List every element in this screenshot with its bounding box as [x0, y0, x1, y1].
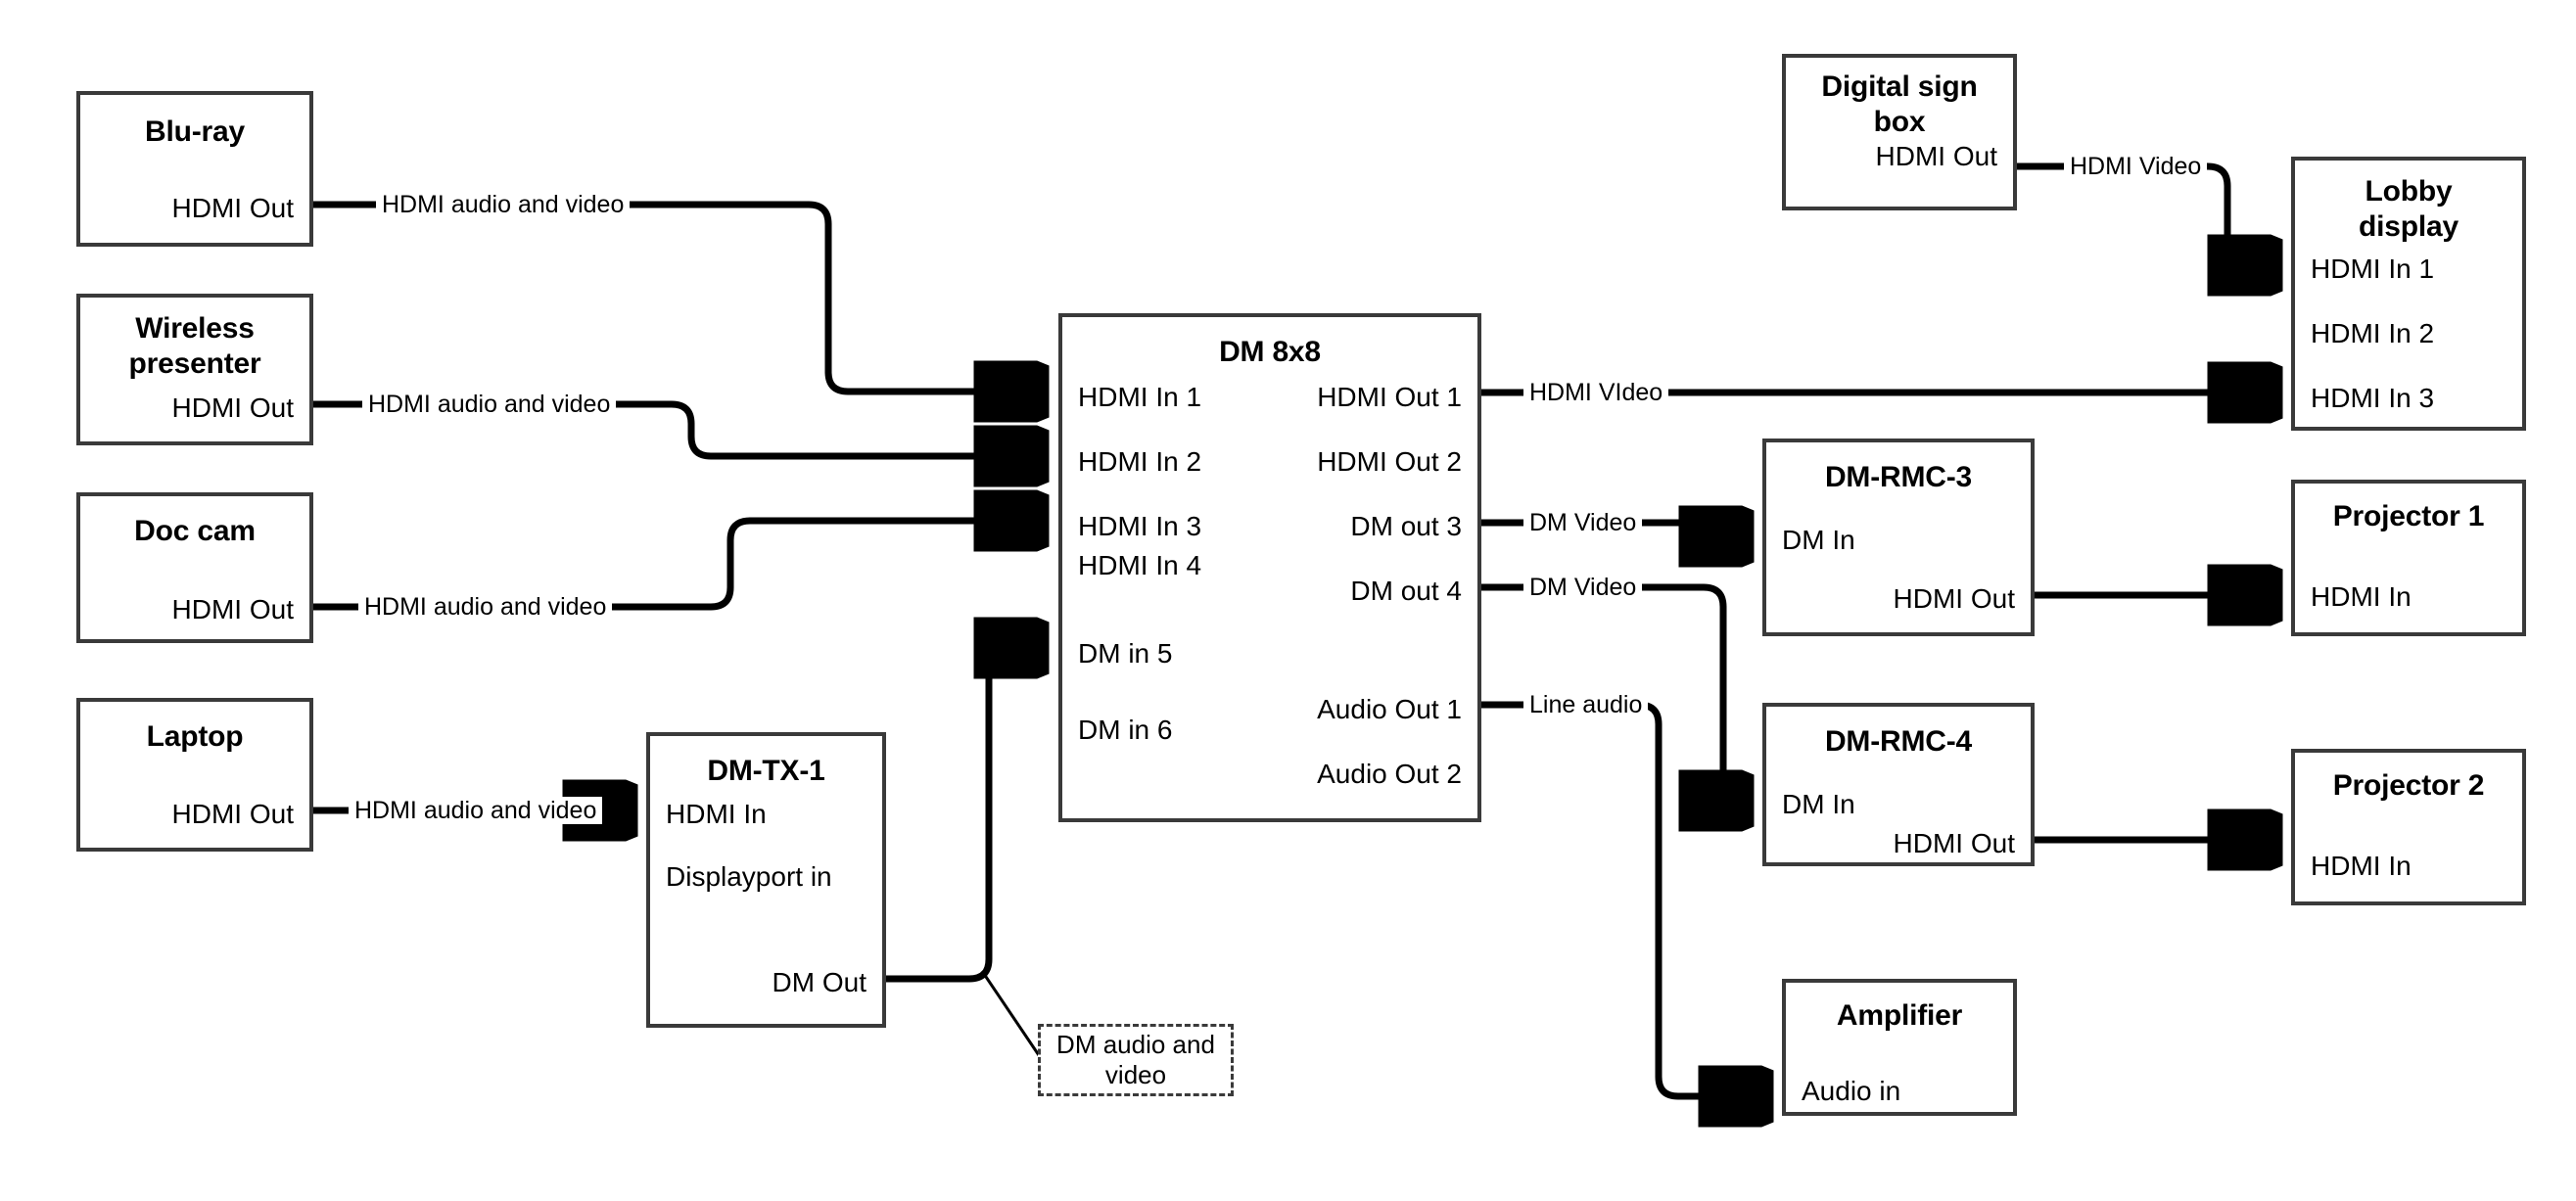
- node-laptop-title: Laptop: [146, 720, 244, 753]
- node-dm-rmc-4-port-dm-in[interactable]: DM In: [1782, 789, 1855, 819]
- node-dm-8x8[interactable]: DM 8x8 HDMI In 1 HDMI In 2 HDMI In 3 HDM…: [1058, 313, 1481, 822]
- edge-label-signbox-to-lobby: HDMI Video: [2064, 153, 2208, 180]
- node-dm-8x8-output-hdmi-out-1[interactable]: HDMI Out 1: [1317, 382, 1462, 412]
- node-projector-1[interactable]: Projector 1 HDMI In: [2291, 480, 2526, 636]
- wire-bluray-to-hdmiin1: [313, 201, 1046, 392]
- node-dm-8x8-output-audio-out-2[interactable]: Audio Out 2: [1317, 759, 1462, 789]
- edge-label-doccam-to-hdmiin3: HDMI audio and video: [358, 593, 613, 621]
- edge-label-dmout3-to-rmc3: DM Video: [1523, 509, 1643, 536]
- node-dm-tx-1[interactable]: DM-TX-1 HDMI In Displayport in DM Out: [646, 732, 886, 1028]
- node-lobby-display-port-hdmi-in-1[interactable]: HDMI In 1: [2311, 254, 2435, 284]
- node-dm-tx-1-port-hdmi-in[interactable]: HDMI In: [666, 799, 767, 829]
- node-projector-2-title: Projector 2: [2332, 769, 2485, 802]
- node-lobby-display-title: Lobby display: [2359, 175, 2459, 243]
- node-bluray-port-hdmi-out[interactable]: HDMI Out: [171, 193, 294, 223]
- node-dm-rmc-4[interactable]: DM-RMC-4 DM In HDMI Out: [1762, 703, 2035, 866]
- node-dm-8x8-input-hdmi-in-2[interactable]: HDMI In 2: [1078, 446, 1202, 477]
- node-lobby-display-port-hdmi-in-3[interactable]: HDMI In 3: [2311, 383, 2435, 413]
- node-dm-8x8-input-hdmi-in-1[interactable]: HDMI In 1: [1078, 382, 1202, 412]
- node-dm-rmc-3-title: DM-RMC-3: [1824, 461, 1973, 493]
- node-wireless-presenter-title: Wireless presenter: [128, 312, 261, 380]
- node-wireless-presenter-port-hdmi-out[interactable]: HDMI Out: [171, 393, 294, 423]
- node-bluray[interactable]: Blu-ray HDMI Out: [76, 91, 313, 247]
- node-digital-sign-box-port-hdmi-out[interactable]: HDMI Out: [1875, 141, 1997, 171]
- node-lobby-display-port-hdmi-in-2[interactable]: HDMI In 2: [2311, 318, 2435, 348]
- node-dm-8x8-input-dm-in-6[interactable]: DM in 6: [1078, 715, 1173, 745]
- node-laptop-port-hdmi-out[interactable]: HDMI Out: [171, 799, 294, 829]
- edge-label-wireless-to-hdmiin2: HDMI audio and video: [362, 391, 617, 418]
- node-dm-rmc-4-port-hdmi-out[interactable]: HDMI Out: [1893, 828, 2015, 858]
- node-doc-cam[interactable]: Doc cam HDMI Out: [76, 492, 313, 643]
- node-dm-rmc-3-port-dm-in[interactable]: DM In: [1782, 525, 1855, 555]
- node-projector-1-port-hdmi-in[interactable]: HDMI In: [2311, 581, 2412, 612]
- node-dm-8x8-title: DM 8x8: [1219, 336, 1321, 368]
- edge-label-laptop-to-dmtx1: HDMI audio and video: [349, 797, 603, 824]
- wire-dmtx1-to-dmin5: [886, 648, 1046, 983]
- node-projector-2-port-hdmi-in[interactable]: HDMI In: [2311, 851, 2412, 881]
- node-dm-8x8-input-hdmi-in-3[interactable]: HDMI In 3: [1078, 511, 1202, 541]
- node-dm-rmc-3-port-hdmi-out[interactable]: HDMI Out: [1893, 583, 2015, 614]
- node-doc-cam-title: Doc cam: [134, 515, 256, 547]
- edge-label-hdmiout1-to-lobby: HDMI VIdeo: [1523, 379, 1669, 406]
- node-dm-rmc-3[interactable]: DM-RMC-3 DM In HDMI Out: [1762, 439, 2035, 636]
- node-dm-tx-1-port-displayport-in[interactable]: Displayport in: [666, 861, 832, 892]
- node-doc-cam-port-hdmi-out[interactable]: HDMI Out: [171, 594, 294, 624]
- edge-label-audioout1-to-amp: Line audio: [1523, 691, 1649, 718]
- node-dm-8x8-input-dm-in-5[interactable]: DM in 5: [1078, 638, 1173, 669]
- annotation-dm-audio-and-video: DM audio and video: [1038, 1024, 1234, 1096]
- node-dm-rmc-4-title: DM-RMC-4: [1824, 725, 1973, 758]
- node-amplifier-title: Amplifier: [1836, 999, 1963, 1032]
- node-projector-2[interactable]: Projector 2 HDMI In: [2291, 749, 2526, 905]
- node-dm-8x8-output-dm-out-3[interactable]: DM out 3: [1350, 511, 1462, 541]
- node-projector-1-title: Projector 1: [2332, 500, 2485, 532]
- node-bluray-title: Blu-ray: [145, 115, 245, 148]
- node-wireless-presenter[interactable]: Wireless presenter HDMI Out: [76, 294, 313, 445]
- node-digital-sign-box-title: Digital sign box: [1821, 70, 1978, 138]
- node-amplifier-port-audio-in[interactable]: Audio in: [1802, 1076, 1901, 1106]
- node-dm-8x8-output-dm-out-4[interactable]: DM out 4: [1350, 576, 1462, 606]
- node-dm-8x8-output-audio-out-1[interactable]: Audio Out 1: [1317, 694, 1462, 724]
- node-lobby-display[interactable]: Lobby display HDMI In 1 HDMI In 2 HDMI I…: [2291, 157, 2526, 431]
- wire-signbox-to-lobby-in1: [2017, 162, 2279, 265]
- node-digital-sign-box[interactable]: Digital sign box HDMI Out: [1782, 54, 2017, 210]
- node-dm-tx-1-port-dm-out[interactable]: DM Out: [772, 967, 866, 997]
- wire-audioout1-to-amp: [1481, 701, 1770, 1096]
- node-dm-8x8-output-hdmi-out-2[interactable]: HDMI Out 2: [1317, 446, 1462, 477]
- node-dm-tx-1-title: DM-TX-1: [707, 755, 825, 787]
- leader-line-dm-note: [980, 970, 1047, 1065]
- node-dm-8x8-input-hdmi-in-4[interactable]: HDMI In 4: [1078, 550, 1202, 580]
- node-laptop[interactable]: Laptop HDMI Out: [76, 698, 313, 852]
- node-amplifier[interactable]: Amplifier Audio in: [1782, 979, 2017, 1116]
- edge-label-dmout4-to-rmc4: DM Video: [1523, 574, 1643, 601]
- edge-label-bluray-to-hdmiin1: HDMI audio and video: [376, 191, 631, 218]
